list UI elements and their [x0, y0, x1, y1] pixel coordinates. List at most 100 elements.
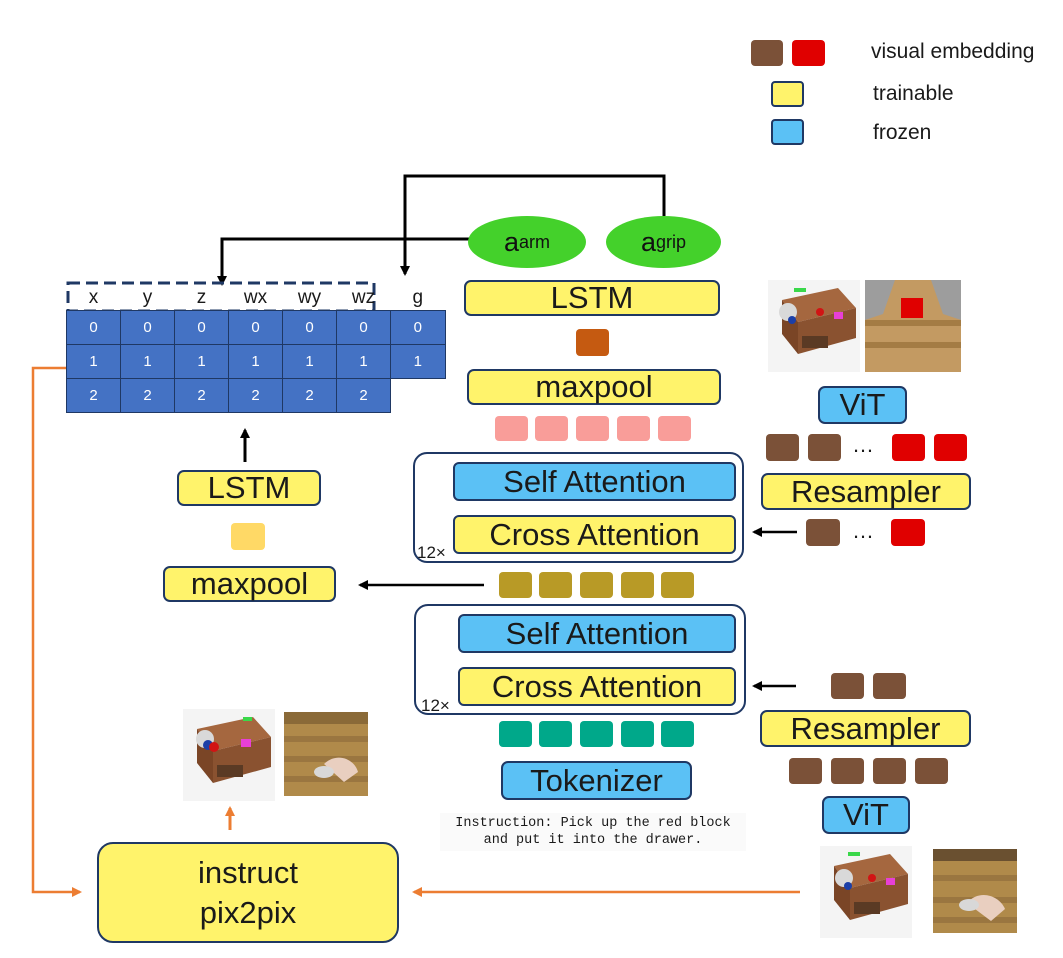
ellipsis-bottom: …: [852, 518, 874, 543]
table-header: wx: [243, 287, 268, 308]
self-attention-top-block: Self Attention: [453, 462, 736, 501]
cross-attention-top-label: Cross Attention: [489, 516, 700, 552]
table-row: 1 1 1 1 1 1 1: [66, 344, 446, 379]
maxpool-top-label: maxpool: [535, 369, 653, 404]
gripper-scene-icon: [865, 280, 961, 372]
action-arm-label: a: [503, 226, 520, 257]
legend-visual-embedding: visual embedding: [871, 40, 1035, 63]
table-header: y: [142, 287, 153, 308]
table-cell: 1: [174, 344, 229, 379]
observation-image-gripper-view-top: [865, 280, 961, 372]
maxpool-left-label: maxpool: [190, 566, 309, 601]
resampler-top-block: Resampler: [761, 473, 971, 510]
token-teal: [539, 721, 572, 747]
ellipsis-top: …: [852, 432, 874, 457]
pooled-feature-token-left: [231, 523, 265, 550]
instruct-pix2pix-line-1: instruct: [198, 854, 298, 890]
token-pink: [617, 416, 650, 441]
vit-top-label: ViT: [839, 387, 886, 422]
table-cell: 2: [174, 378, 229, 413]
token-pink: [535, 416, 568, 441]
embedding-red: [891, 519, 925, 546]
table-cell: 1: [120, 344, 175, 379]
table-cell: 0: [120, 310, 175, 345]
resampler-bottom-label: Resampler: [790, 710, 941, 746]
lstm-left-block: LSTM: [177, 470, 321, 506]
table-scene-icon: [820, 846, 912, 938]
table-cell: 2: [66, 378, 121, 413]
maxpool-top-block: maxpool: [467, 369, 721, 405]
token-pink: [576, 416, 609, 441]
lstm-top-block: LSTM: [464, 280, 720, 316]
lstm-top-label: LSTM: [550, 280, 634, 315]
table-cell: 1: [390, 344, 446, 379]
embedding-brown: [766, 434, 799, 461]
token-olive: [661, 572, 694, 598]
table-cell: 0: [336, 310, 391, 345]
token-teal: [621, 721, 654, 747]
legend-trainable: trainable: [873, 82, 954, 105]
table-scene-icon: [768, 280, 860, 372]
vit-bottom-label: ViT: [843, 797, 889, 832]
table-scene-icon: [183, 709, 275, 801]
instruction-text: Instruction: Pick up the red block and p…: [440, 813, 746, 851]
table-cell: 1: [228, 344, 283, 379]
pooled-feature-token: [576, 329, 609, 356]
resampler-bottom-block: Resampler: [760, 710, 971, 747]
arrow-grip-to-g: [400, 174, 666, 276]
table-cell: 2: [336, 378, 391, 413]
table-row: 0 0 0 0 0 0 0: [66, 310, 446, 345]
embedding-red: [934, 434, 967, 461]
tokenizer-block: Tokenizer: [501, 761, 692, 800]
instruct-pix2pix-block: instruct pix2pix: [97, 842, 399, 943]
repeat-bottom-label: 12×: [421, 696, 450, 715]
table-header: z: [196, 287, 207, 308]
legend-swatch-trainable: [771, 81, 804, 107]
action-table-header-row: x y z wx wy wz g: [67, 286, 446, 311]
table-cell: 2: [228, 378, 283, 413]
embedding-red: [892, 434, 925, 461]
observation-image-3rd-view-top: [768, 280, 860, 372]
lstm-left-label: LSTM: [207, 470, 291, 505]
table-cell: 1: [336, 344, 391, 379]
transformer-block-bottom: [414, 604, 746, 715]
generated-image-gripper-view: [284, 712, 368, 796]
table-cell: 0: [228, 310, 283, 345]
table-header: x: [88, 287, 99, 308]
legend-swatch-red: [792, 40, 825, 66]
token-olive: [499, 572, 532, 598]
embedding-brown: [806, 519, 840, 546]
gripper-scene-icon: [933, 849, 1017, 933]
arrow-arm-to-xyz: [217, 237, 470, 286]
legend-swatch-brown: [751, 40, 783, 66]
table-header: wz: [351, 287, 376, 308]
self-attention-top-label: Self Attention: [503, 463, 686, 499]
table-header: wy: [297, 287, 322, 308]
table-cell: 0: [174, 310, 229, 345]
token-pink: [495, 416, 528, 441]
token-olive: [539, 572, 572, 598]
embedding-brown: [915, 758, 948, 784]
tokenizer-label: Tokenizer: [530, 762, 663, 798]
table-cell: 0: [390, 310, 446, 345]
instruction-line-1: Instruction: Pick up the red block: [455, 816, 731, 831]
repeat-top-label: 12×: [417, 543, 446, 562]
cross-attention-bottom-label: Cross Attention: [491, 668, 703, 704]
transformer-block-top: [413, 452, 744, 563]
action-table: x y z wx wy wz g 0 0 0 0 0 0 0 1 1 1 1 1…: [66, 286, 446, 413]
generated-image-3rd-view: [183, 709, 275, 801]
token-pink: [658, 416, 691, 441]
vit-bottom-block: ViT: [822, 796, 910, 834]
table-cell: 1: [282, 344, 337, 379]
action-grip-subscript: grip: [656, 231, 687, 252]
maxpool-left-block: maxpool: [163, 566, 336, 602]
observation-image-gripper-view-bottom: [933, 849, 1017, 933]
token-olive: [580, 572, 613, 598]
embedding-brown: [831, 673, 864, 699]
observation-image-3rd-view-bottom: [820, 846, 912, 938]
table-cell: 0: [66, 310, 121, 345]
table-cell: 1: [66, 344, 121, 379]
table-cell: 2: [120, 378, 175, 413]
